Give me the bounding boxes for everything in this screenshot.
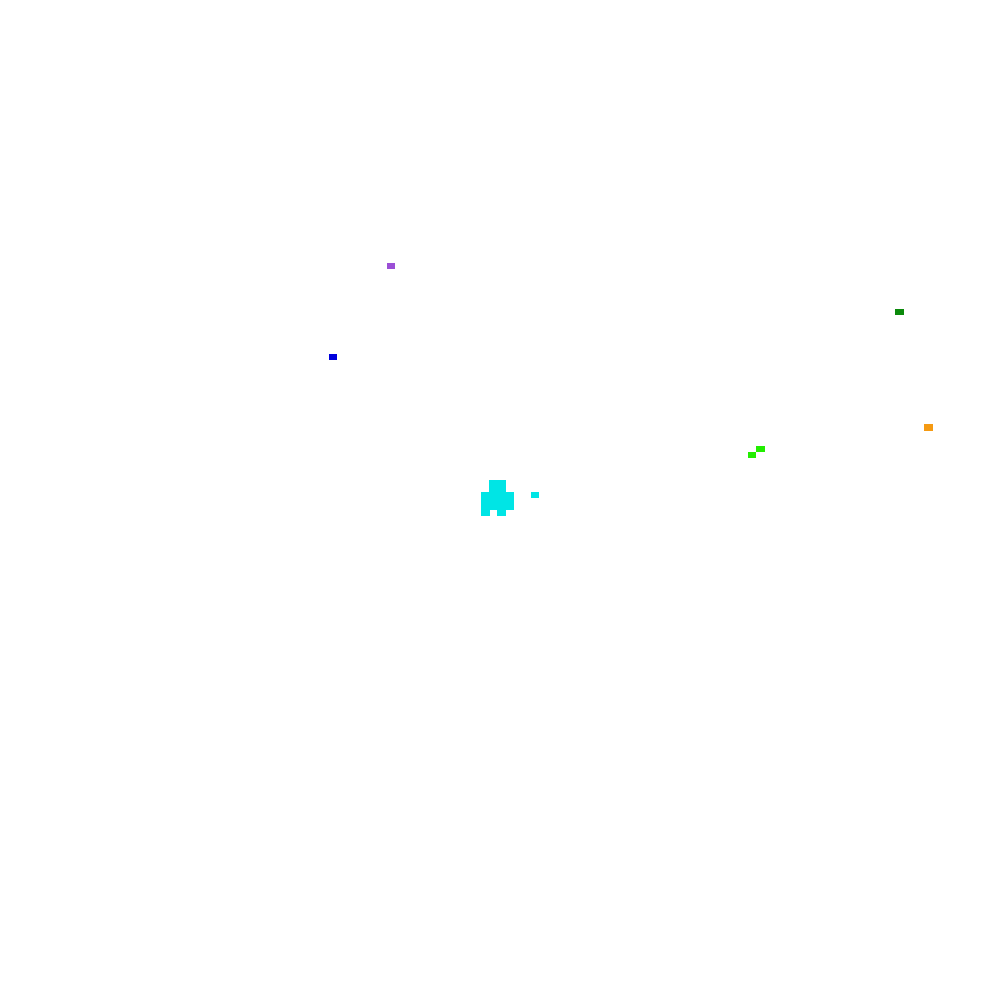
- dark-green-pixel-entity: [895, 309, 904, 315]
- green-pixel-entity: [748, 452, 756, 458]
- player-left-leg: [481, 510, 490, 516]
- blue-pixel-entity: [329, 354, 337, 360]
- player-head: [489, 480, 506, 492]
- player-right-leg: [497, 510, 506, 516]
- player-body: [481, 492, 514, 510]
- green-pixel-entity: [756, 446, 765, 452]
- purple-pixel-entity: [387, 263, 395, 269]
- cyan-pixel-entity: [531, 492, 539, 498]
- orange-pixel-entity: [924, 424, 933, 431]
- player-sprite: [481, 480, 514, 516]
